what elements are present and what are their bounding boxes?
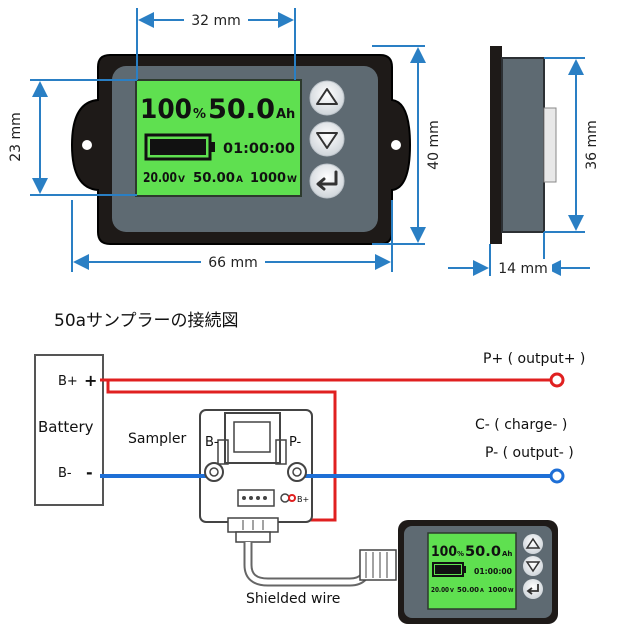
lcd-percent-unit: % [193, 107, 206, 122]
section-title: 50aサンプラーの接続図 [54, 311, 239, 331]
small-lcd-current-value: 50.00 [457, 586, 479, 594]
dim-depth-label: 14 mm [498, 261, 548, 277]
sampler-pminus-label: P- [289, 435, 302, 450]
meter-front-view [70, 54, 412, 245]
side-body [502, 58, 544, 232]
p-minus-label: P- ( output- ) [485, 445, 574, 461]
up-arrow-icon [316, 88, 338, 105]
small-lcd-voltage-value: 20.00 [431, 586, 449, 594]
lcd-current-value: 50.00 [193, 171, 235, 186]
small-up-button[interactable] [523, 534, 543, 554]
side-bezel [490, 46, 502, 244]
battery-box [34, 354, 104, 506]
small-lcd-capacity-value: 50.0 [465, 544, 501, 560]
enter-return-icon [316, 170, 338, 191]
lcd-voltage-unit: V [178, 175, 185, 185]
meter-side-view [490, 46, 557, 244]
lcd-readings: 100 % 50.0 Ah 01:00:00 20.00 V 50.00 A 1… [140, 94, 297, 186]
lcd-capacity-value: 50.0 [208, 94, 275, 125]
small-lcd-power-value: 1000 [488, 586, 507, 594]
battery-pos-label: B+ [58, 374, 78, 389]
p-plus-label: P+ ( output+ ) [483, 351, 585, 367]
small-lcd-voltage-unit: V [450, 588, 454, 594]
sampler-bminus-label: B- [205, 435, 219, 450]
battery-label: Battery [38, 418, 94, 436]
label-bg [201, 253, 265, 271]
small-meter [398, 520, 558, 624]
lcd-capacity-unit: Ah [276, 107, 295, 122]
down-arrow-icon [316, 132, 338, 149]
small-enter-icon [526, 584, 539, 595]
label-bg [184, 11, 248, 29]
side-dimension-lines [448, 57, 590, 276]
battery-pos-sign: + [84, 371, 97, 390]
lcd-power-unit: W [287, 175, 297, 185]
label-bg [494, 259, 552, 277]
shielded-wire-label: Shielded wire [246, 591, 340, 607]
dim-height-label: 23 mm [8, 112, 24, 162]
battery-icon-tip [210, 142, 215, 152]
lcd-current-unit: A [236, 175, 243, 185]
sampler-label: Sampler [128, 431, 186, 447]
shielded-wire [227, 517, 397, 587]
small-up-arrow-icon [525, 537, 541, 549]
dim-body-height-label: 40 mm [426, 120, 442, 170]
lcd-voltage-value: 20.00 [143, 171, 177, 186]
small-lcd-current-unit: A [480, 588, 484, 594]
battery-neg-sign: - [86, 463, 93, 482]
up-button[interactable] [309, 80, 345, 116]
battery-neg-label: B- [58, 466, 72, 481]
dim-width-label: 32 mm [191, 13, 241, 29]
sampler-pminus-terminal[interactable] [287, 462, 307, 482]
small-down-arrow-icon [525, 561, 541, 573]
dim-total-width-label: 66 mm [208, 255, 258, 271]
side-connector [543, 107, 557, 183]
lcd-percent-value: 100 [140, 94, 192, 125]
small-lcd-percent-value: 100 [431, 544, 457, 560]
sampler-board [199, 409, 313, 523]
c-minus-label: C- ( charge- ) [475, 417, 567, 433]
lcd-power-value: 1000 [250, 171, 286, 186]
small-lcd-power-unit: W [508, 588, 514, 594]
sampler-bplus-label: B+ [297, 495, 309, 504]
enter-button[interactable] [309, 163, 345, 199]
battery-icon-fill [150, 139, 206, 155]
small-lcd-time: 01:00:00 [474, 567, 512, 576]
small-enter-button[interactable] [523, 579, 543, 599]
mount-hole-left [82, 140, 92, 150]
small-lcd-capacity-unit: Ah [502, 550, 512, 558]
small-down-button[interactable] [523, 556, 543, 576]
sampler-bminus-terminal[interactable] [204, 462, 224, 482]
c-minus-p-minus-terminal[interactable] [549, 468, 565, 484]
dim-side-height-label: 36 mm [584, 120, 600, 170]
lcd-time: 01:00:00 [223, 141, 295, 157]
small-lcd-readings: 100 % 50.0 Ah 01:00:00 20.00 V 50.00 A 1… [431, 544, 514, 594]
small-lcd-percent-unit: % [457, 550, 464, 558]
down-button[interactable] [309, 121, 345, 157]
lcd-screen [135, 79, 302, 197]
p-plus-terminal[interactable] [549, 372, 565, 388]
mount-hole-right [391, 140, 401, 150]
